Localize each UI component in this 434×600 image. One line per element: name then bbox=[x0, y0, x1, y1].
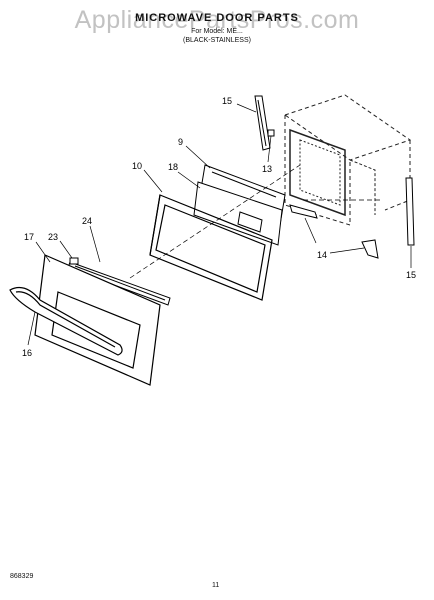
callout-16: 16 bbox=[22, 348, 32, 358]
callout-15-right: 15 bbox=[406, 270, 416, 280]
diagram-code: 868329 bbox=[10, 573, 34, 580]
watermark-text: AppliancePartsPros.com bbox=[74, 6, 360, 34]
callout-9: 9 bbox=[178, 137, 183, 147]
callout-18: 18 bbox=[168, 162, 178, 172]
part-14-latches bbox=[289, 204, 379, 259]
leader-lines bbox=[27, 103, 412, 346]
part-15-hinge-top bbox=[254, 95, 271, 151]
page-number: 11 bbox=[212, 582, 220, 589]
alignment-lines bbox=[129, 164, 380, 279]
callout-23: 23 bbox=[48, 232, 58, 242]
part-16-handle bbox=[9, 287, 123, 356]
color-subtitle: (BLACK-STAINLESS) bbox=[183, 37, 251, 44]
watermark: AppliancePartsPros.com bbox=[0, 8, 434, 33]
cavity-frame bbox=[283, 94, 412, 226]
part-23-clip bbox=[69, 257, 79, 265]
part-13-clip bbox=[267, 129, 275, 137]
callout-24: 24 bbox=[82, 216, 92, 226]
page-title: MICROWAVE DOOR PARTS bbox=[135, 12, 299, 24]
model-subtitle: For Model: ME... bbox=[191, 28, 243, 35]
callout-14: 14 bbox=[317, 250, 327, 260]
part-18-panel bbox=[193, 181, 283, 246]
callout-17: 17 bbox=[24, 232, 34, 242]
part-10-door-frame bbox=[149, 194, 273, 301]
part-15-hinge-right bbox=[405, 177, 415, 246]
callout-15-top: 15 bbox=[222, 96, 232, 106]
callout-13: 13 bbox=[262, 164, 272, 174]
callout-10: 10 bbox=[132, 161, 142, 171]
